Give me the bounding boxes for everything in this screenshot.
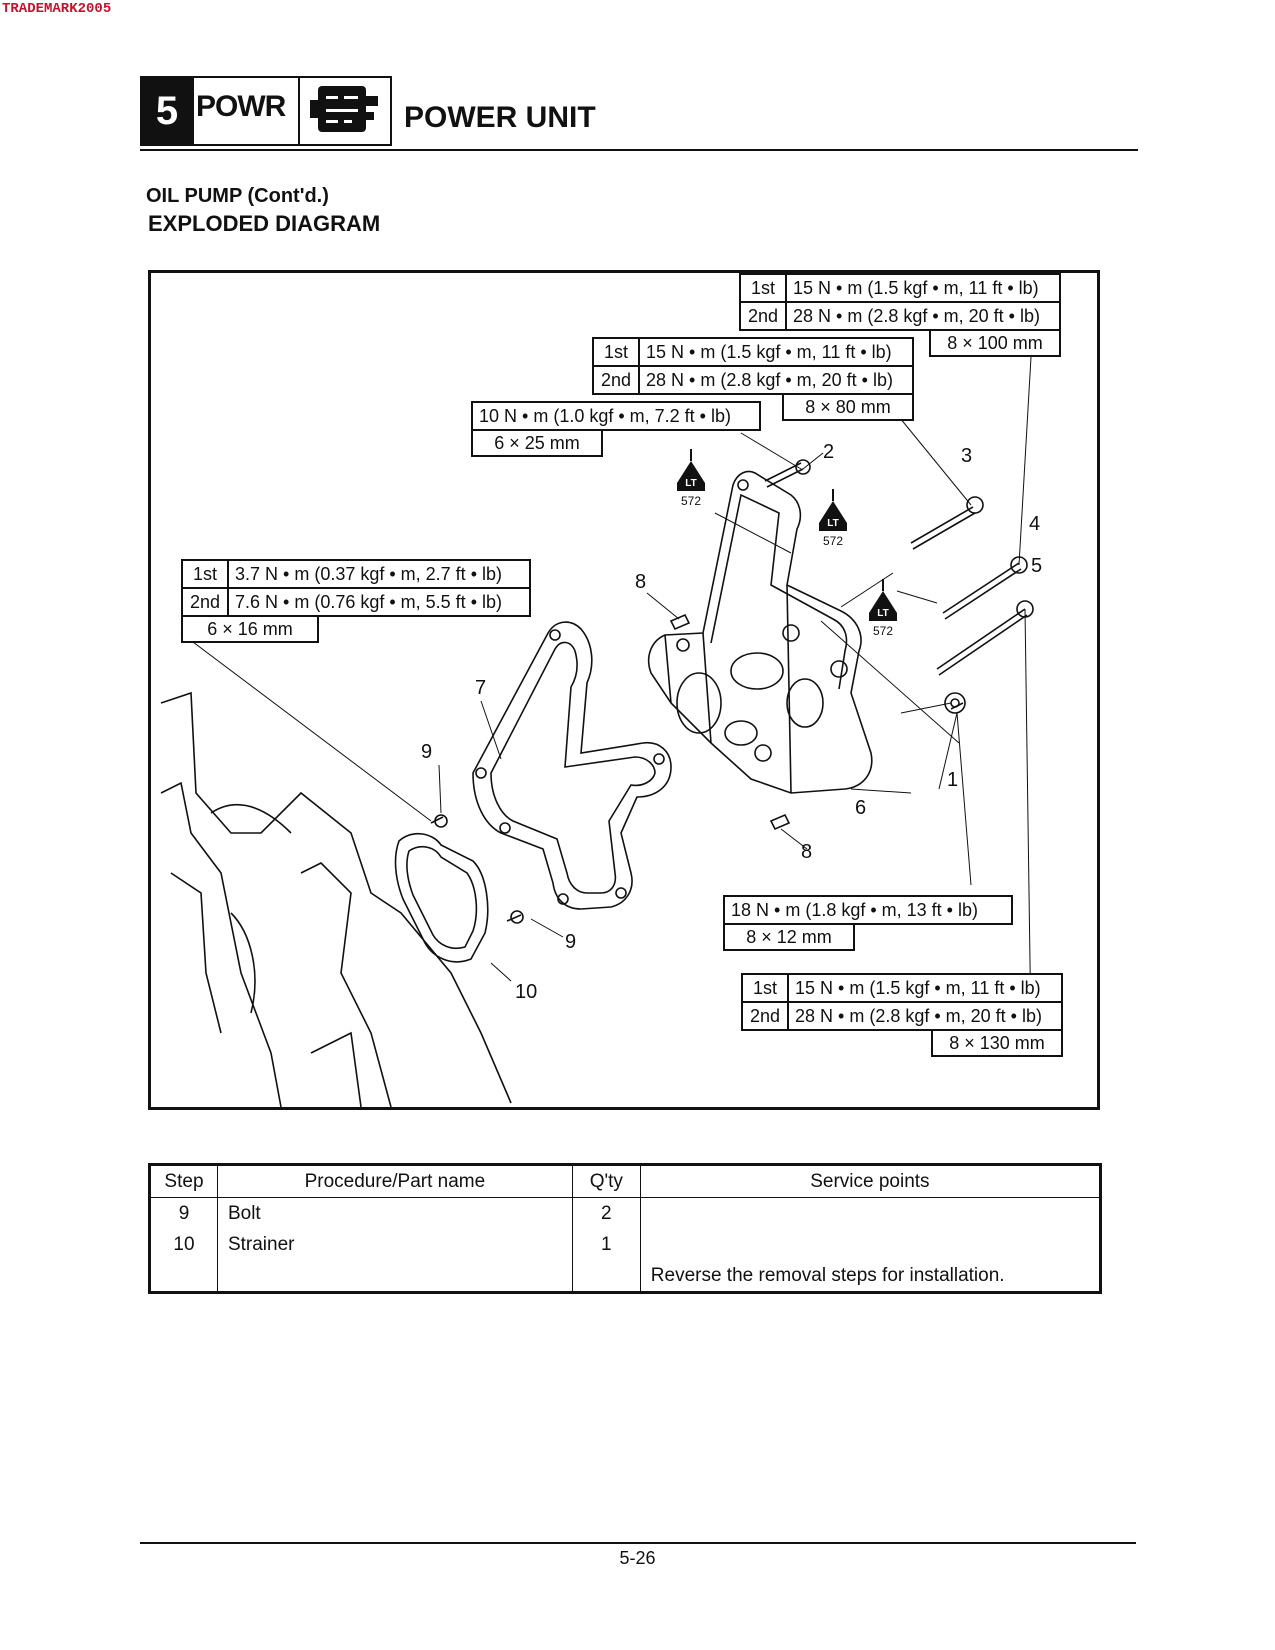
spec2-step1: 1st xyxy=(592,337,640,367)
cell-service xyxy=(639,1229,1102,1260)
callout-3: 3 xyxy=(961,445,973,467)
section-title: OIL PUMP (Cont'd.) xyxy=(146,185,329,207)
spec6-size: 8 × 130 mm xyxy=(931,1029,1063,1057)
page-number: 5-26 xyxy=(619,1548,656,1568)
col-header-service: Service points xyxy=(639,1164,1102,1198)
callout-10: 10 xyxy=(515,981,538,1003)
chapter-number: 5 xyxy=(140,76,194,146)
spec5-torque: 18 N • m (1.8 kgf • m, 13 ft • lb) xyxy=(723,895,1013,925)
cell-service: Reverse the removal steps for installati… xyxy=(639,1260,1102,1293)
callout-2: 2 xyxy=(823,441,835,463)
cell-part: Bolt xyxy=(216,1197,573,1229)
loctite-mark: LT xyxy=(877,608,888,619)
col-header-part: Procedure/Part name xyxy=(216,1164,573,1198)
cell-service xyxy=(639,1197,1102,1229)
spec1-torque: 10 N • m (1.0 kgf • m, 7.2 ft • lb) xyxy=(471,401,761,431)
callout-1: 1 xyxy=(947,769,959,791)
spec6-step1: 1st xyxy=(741,973,789,1003)
cell-part: Strainer xyxy=(216,1229,573,1260)
spec6-torque2: 28 N • m (2.8 kgf • m, 20 ft • lb) xyxy=(787,1001,1063,1031)
spec5-size: 8 × 12 mm xyxy=(723,923,855,951)
watermark: TRADEMARK2005 xyxy=(2,1,112,17)
spec2-torque2: 28 N • m (2.8 kgf • m, 20 ft • lb) xyxy=(638,365,914,395)
callout-9: 9 xyxy=(421,741,433,763)
spec2-step2: 2nd xyxy=(592,365,640,395)
spec4-torque1: 3.7 N • m (0.37 kgf • m, 2.7 ft • lb) xyxy=(227,559,531,589)
spec3-step2: 2nd xyxy=(739,301,787,331)
engine-icon xyxy=(298,76,392,146)
spec6-step2: 2nd xyxy=(741,1001,789,1031)
spec3-torque2: 28 N • m (2.8 kgf • m, 20 ft • lb) xyxy=(785,301,1061,331)
cell-qty: 2 xyxy=(571,1197,641,1229)
header-rule xyxy=(140,149,1138,151)
spec4-size: 6 × 16 mm xyxy=(181,615,319,643)
spec4-step2: 2nd xyxy=(181,587,229,617)
spec3-step1: 1st xyxy=(739,273,787,303)
footer-rule xyxy=(140,1542,1136,1544)
cell-qty xyxy=(571,1260,641,1293)
section-subtitle: EXPLODED DIAGRAM xyxy=(148,211,381,236)
loctite-number: 572 xyxy=(873,624,893,638)
spec3-size: 8 × 100 mm xyxy=(929,329,1061,357)
callout-8: 8 xyxy=(635,571,647,593)
loctite-mark: LT xyxy=(827,518,838,529)
table-row: Reverse the removal steps for installati… xyxy=(149,1260,1102,1293)
loctite-icon xyxy=(677,449,897,621)
chapter-title: POWER UNIT xyxy=(404,101,596,134)
callout-5: 5 xyxy=(1031,555,1043,577)
cell-step: 10 xyxy=(149,1229,218,1260)
spec2-torque1: 15 N • m (1.5 kgf • m, 11 ft • lb) xyxy=(638,337,914,367)
callout-6: 6 xyxy=(855,797,867,819)
procedure-table: Step Procedure/Part name Q'ty Service po… xyxy=(148,1163,1102,1294)
cell-qty: 1 xyxy=(571,1229,641,1260)
table-row: 9 Bolt 2 xyxy=(149,1197,1102,1229)
callout-8: 8 xyxy=(801,841,813,863)
loctite-number: 572 xyxy=(823,534,843,548)
table-row: 10 Strainer 1 xyxy=(149,1229,1102,1260)
callout-9: 9 xyxy=(565,931,577,953)
cell-part xyxy=(216,1260,573,1293)
spec4-torque2: 7.6 N • m (0.76 kgf • m, 5.5 ft • lb) xyxy=(227,587,531,617)
spec4-step1: 1st xyxy=(181,559,229,589)
exploded-diagram: LT LT LT 572 572 572 1st 15 N • m (1.5 k… xyxy=(148,270,1100,1110)
spec6-torque1: 15 N • m (1.5 kgf • m, 11 ft • lb) xyxy=(787,973,1063,1003)
callout-4: 4 xyxy=(1029,513,1041,535)
loctite-mark: LT xyxy=(685,478,696,489)
spec1-size: 6 × 25 mm xyxy=(471,429,603,457)
loctite-number: 572 xyxy=(681,494,701,508)
col-header-step: Step xyxy=(149,1164,218,1198)
col-header-qty: Q'ty xyxy=(571,1164,641,1198)
callout-7: 7 xyxy=(475,677,487,699)
cell-step: 9 xyxy=(149,1197,218,1229)
cell-step xyxy=(149,1260,218,1293)
chapter-abbreviation: POWR xyxy=(196,90,286,123)
spec2-size: 8 × 80 mm xyxy=(782,393,914,421)
spec3-torque1: 15 N • m (1.5 kgf • m, 11 ft • lb) xyxy=(785,273,1061,303)
